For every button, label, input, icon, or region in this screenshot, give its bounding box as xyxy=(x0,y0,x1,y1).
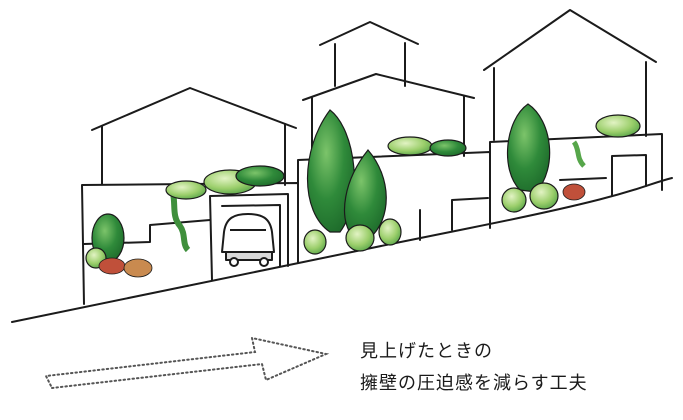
right-house-roof xyxy=(483,9,657,71)
diagram-caption: 見上げたときの 擁壁の圧迫感を減らす工夫 xyxy=(360,336,680,400)
center-house-top-roof xyxy=(319,21,419,46)
left-wall-vines xyxy=(167,184,191,253)
dotted-right-arrow xyxy=(44,336,330,390)
greenery xyxy=(85,103,641,278)
caption-line-1: 見上げたときの xyxy=(360,341,493,362)
car-icon xyxy=(221,213,275,267)
caption-line-2: 擁壁の圧迫感を減らす工夫 xyxy=(360,373,588,394)
garage-opening xyxy=(209,193,289,281)
center-house-roof xyxy=(302,73,475,101)
ground-slope-line xyxy=(11,177,673,323)
right-tree xyxy=(506,103,551,193)
left-house-roof xyxy=(91,87,297,131)
right-house-door xyxy=(611,154,647,197)
